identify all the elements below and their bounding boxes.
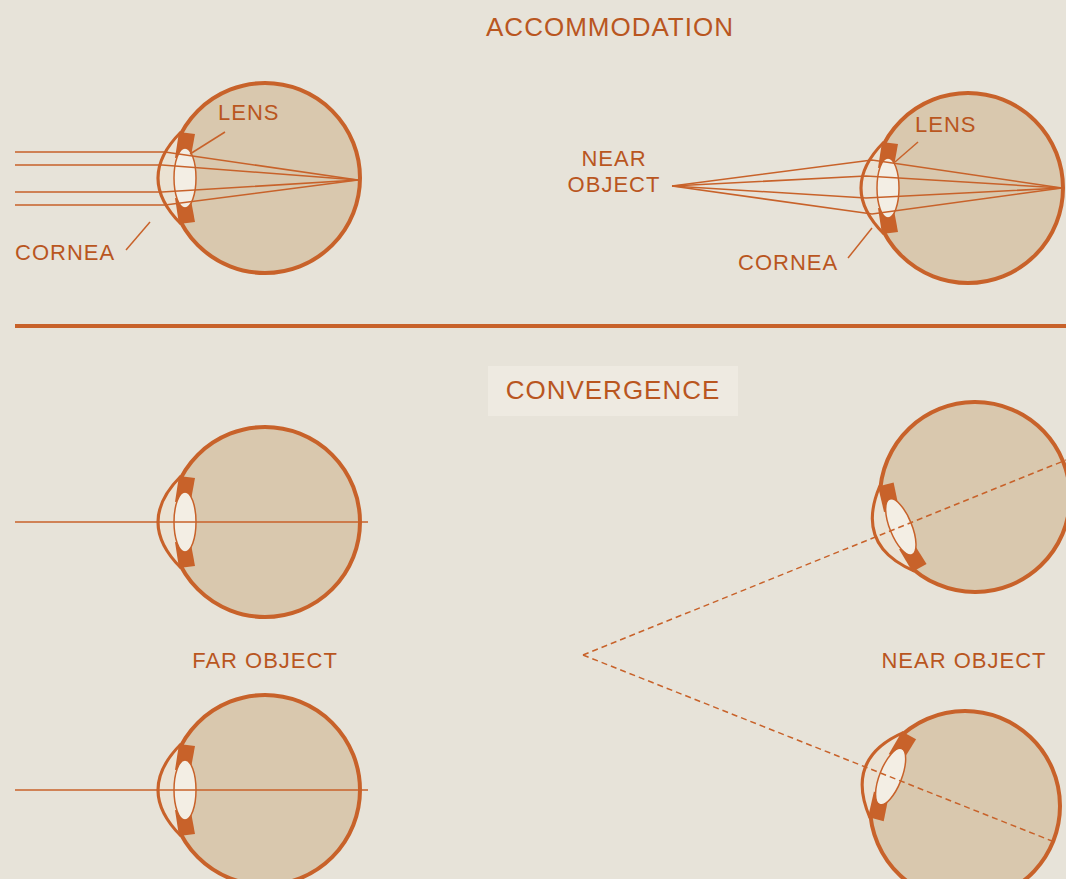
divider [15,324,1066,328]
part-label: CORNEA [738,250,848,276]
light-rays [15,152,1062,214]
eye-near [840,373,1066,625]
part-label: LENS [915,112,995,138]
object-label: NEAR OBJECT [866,648,1062,674]
eye-near [831,678,1066,879]
sight-lines [15,460,1066,841]
eye-far [158,695,360,879]
heading-band [488,366,738,416]
diagram-title: ACCOMMODATION [460,12,760,43]
section-heading: CONVERGENCE [488,375,738,406]
object-label: NEAR OBJECT [562,146,666,199]
leader-lines [126,132,918,258]
part-label: CORNEA [15,240,135,266]
object-label: FAR OBJECT [150,648,380,674]
part-label: LENS [218,100,298,126]
eye-near [861,93,1063,283]
